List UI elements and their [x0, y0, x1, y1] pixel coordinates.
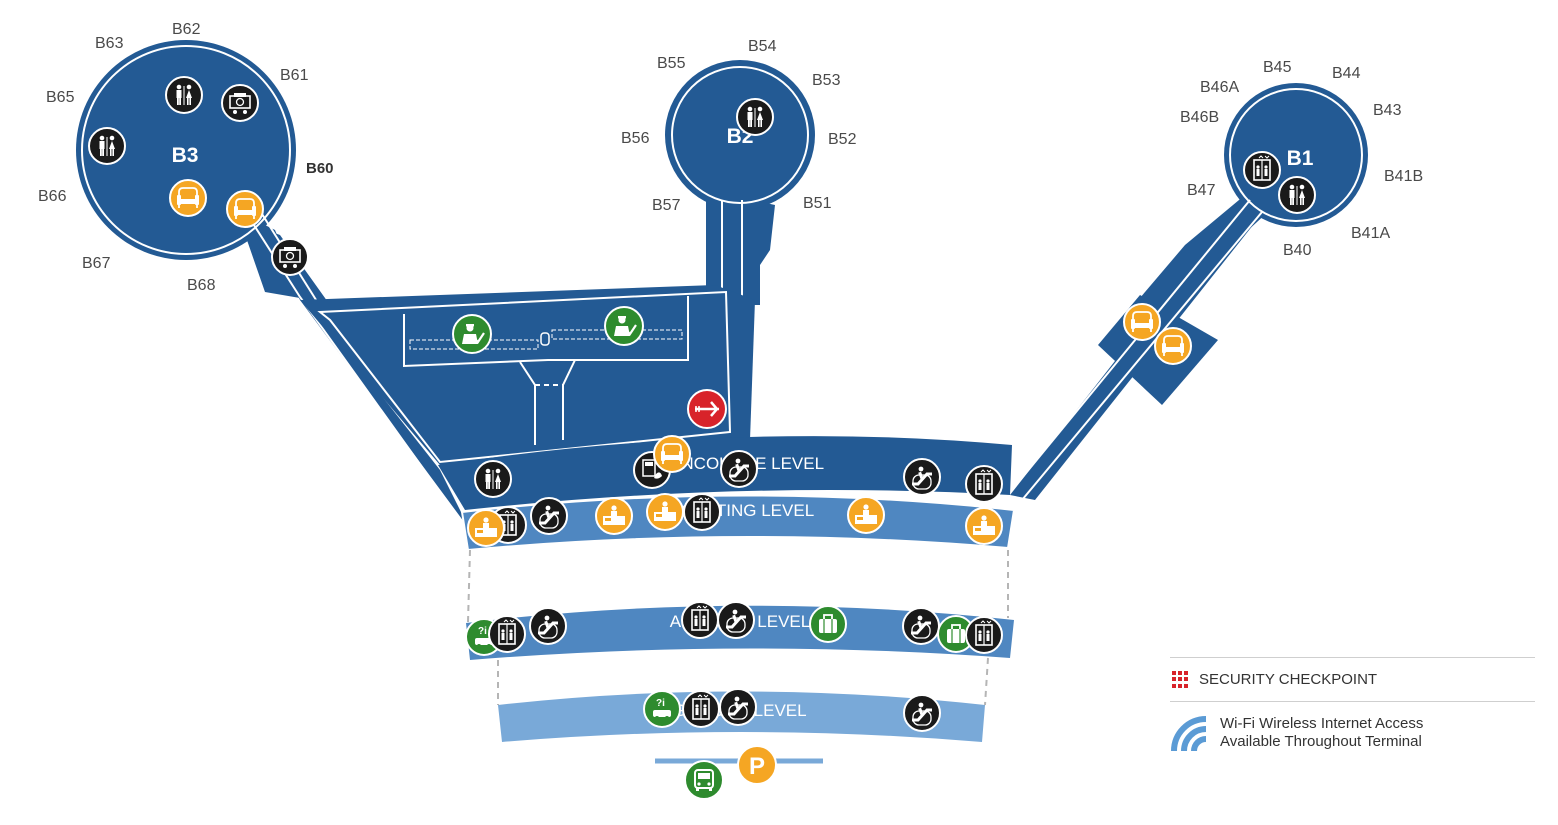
- ticket-counter-icon[interactable]: [467, 509, 505, 547]
- legend-wifi-row: Wi-Fi Wireless Internet Access Available…: [1170, 702, 1535, 764]
- gate-label: B61: [280, 67, 309, 84]
- gate-label: B54: [748, 38, 777, 55]
- ticket-counter-icon[interactable]: [595, 497, 633, 535]
- gate-label: B68: [187, 277, 216, 294]
- gate-label: B52: [828, 131, 857, 148]
- security-checkpoint-icon: [1172, 670, 1190, 689]
- airline-departure-icon[interactable]: [687, 389, 727, 429]
- gate-label: B46A: [1200, 79, 1239, 96]
- seating-icon[interactable]: [1123, 303, 1161, 341]
- seating-icon[interactable]: [1154, 327, 1192, 365]
- gate-label: B44: [1332, 65, 1361, 82]
- escalator-icon[interactable]: [529, 607, 567, 645]
- gate-label: B41A: [1351, 225, 1390, 242]
- wifi-icon: [1171, 716, 1207, 752]
- atm-icon[interactable]: [271, 238, 309, 276]
- gate-label: B55: [657, 55, 686, 72]
- gate-label: B47: [1187, 182, 1216, 199]
- restroom-icon[interactable]: [165, 76, 203, 114]
- b1-hub-label: B1: [1287, 147, 1314, 170]
- gate-label: B67: [82, 255, 111, 272]
- gate-label: B66: [38, 188, 67, 205]
- seating-icon[interactable]: [653, 435, 691, 473]
- escalator-icon[interactable]: [530, 497, 568, 535]
- legend-wifi-line1: Wi-Fi Wireless Internet Access: [1220, 715, 1424, 732]
- elevator-icon[interactable]: [965, 465, 1003, 503]
- restroom-icon[interactable]: [474, 460, 512, 498]
- b3-pier: [76, 40, 470, 530]
- restroom-icon[interactable]: [736, 98, 774, 136]
- gate-label: B53: [812, 72, 841, 89]
- svg-text:P: P: [749, 753, 765, 780]
- gate-label: B46B: [1180, 109, 1219, 126]
- elevator-icon[interactable]: [488, 615, 526, 653]
- gate-label: B43: [1373, 102, 1402, 119]
- gate-label: B51: [803, 195, 832, 212]
- restroom-icon[interactable]: [88, 127, 126, 165]
- escalator-icon[interactable]: [903, 458, 941, 496]
- legend: SECURITY CHECKPOINT Wi-Fi Wireless Inter…: [1170, 657, 1535, 764]
- tsa-officer-icon[interactable]: [604, 306, 644, 346]
- elevator-icon[interactable]: [682, 690, 720, 728]
- ticket-counter-icon[interactable]: [965, 507, 1003, 545]
- gate-label: B65: [46, 89, 75, 106]
- elevator-icon[interactable]: [1243, 151, 1281, 189]
- legend-security-label: SECURITY CHECKPOINT: [1199, 670, 1378, 688]
- legend-security-row: SECURITY CHECKPOINT: [1170, 657, 1535, 702]
- b2-pier: [665, 60, 815, 440]
- restroom-icon[interactable]: [1278, 176, 1316, 214]
- ticket-counter-icon[interactable]: [847, 496, 885, 534]
- escalator-icon[interactable]: [717, 601, 755, 639]
- elevator-icon[interactable]: [965, 616, 1003, 654]
- gate-label: B60: [306, 160, 334, 177]
- tsa-officer-icon[interactable]: [452, 314, 492, 354]
- b1-pier: [1010, 83, 1368, 501]
- gate-label: B45: [1263, 59, 1292, 76]
- escalator-icon[interactable]: [719, 688, 757, 726]
- gate-label: B57: [652, 197, 681, 214]
- elevator-icon[interactable]: [683, 493, 721, 531]
- gate-label: B63: [95, 35, 124, 52]
- taxi-info-icon[interactable]: [643, 690, 681, 728]
- legend-wifi-line2: Available Throughout Terminal: [1220, 733, 1422, 750]
- gate-label: B56: [621, 130, 650, 147]
- atm-icon[interactable]: [221, 84, 259, 122]
- baggage-icon[interactable]: [809, 605, 847, 643]
- b1-hub[interactable]: [1224, 83, 1368, 227]
- bus-icon[interactable]: [684, 760, 724, 800]
- b2-hub[interactable]: [665, 60, 815, 210]
- gate-label: B62: [172, 21, 201, 38]
- b3-hub-label: B3: [172, 144, 199, 167]
- security-area: [300, 285, 755, 465]
- seating-icon[interactable]: [226, 190, 264, 228]
- escalator-icon[interactable]: [720, 450, 758, 488]
- elevator-icon[interactable]: [681, 601, 719, 639]
- escalator-icon[interactable]: [903, 694, 941, 732]
- escalator-icon[interactable]: [902, 607, 940, 645]
- gate-label: B41B: [1384, 168, 1423, 185]
- ticket-counter-icon[interactable]: [646, 493, 684, 531]
- seating-icon[interactable]: [169, 179, 207, 217]
- parking-icon[interactable]: P: [737, 745, 777, 785]
- gate-label: B40: [1283, 242, 1312, 259]
